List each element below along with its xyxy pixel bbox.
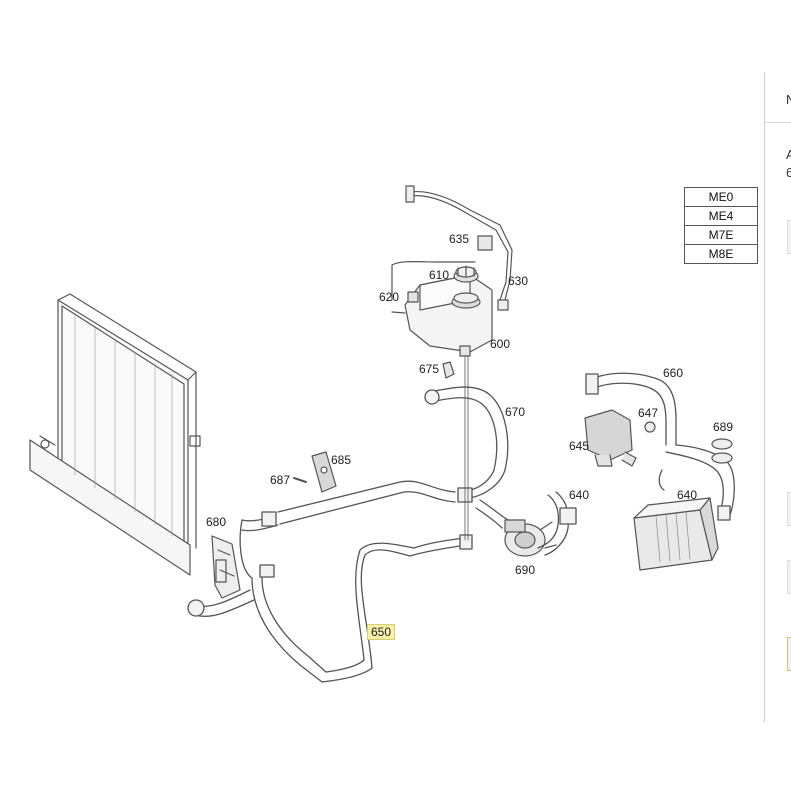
- clamp-689: [711, 438, 733, 464]
- callout-600[interactable]: 600: [490, 337, 511, 351]
- valve-645: [584, 409, 637, 467]
- screw-687: [293, 477, 307, 483]
- side-panel-text-line2: 6: [786, 165, 791, 180]
- callout-690[interactable]: 690: [515, 563, 536, 577]
- callout-650-highlighted[interactable]: 650: [367, 624, 396, 640]
- side-panel-divider: [765, 122, 791, 123]
- hose-640-left: [537, 491, 577, 556]
- variant-m8e[interactable]: M8E: [684, 244, 758, 264]
- side-panel-header-char: N: [786, 92, 791, 107]
- fitting-620: [407, 291, 419, 303]
- variant-me4[interactable]: ME4: [684, 206, 758, 226]
- holder-685: [311, 451, 337, 493]
- variant-me0[interactable]: ME0: [684, 187, 758, 207]
- side-panel-text-line1: A: [786, 147, 791, 162]
- clamp-647: [644, 421, 656, 433]
- callout-680[interactable]: 680: [206, 515, 227, 529]
- callout-670[interactable]: 670: [505, 405, 526, 419]
- callout-647[interactable]: 647: [638, 406, 659, 420]
- variant-m7e[interactable]: M7E: [684, 225, 758, 245]
- side-panel-highlight-box[interactable]: [787, 637, 791, 671]
- radiator: [29, 293, 201, 576]
- clamp-675: [442, 361, 455, 379]
- side-panel-button-3[interactable]: [787, 560, 791, 594]
- callout-645[interactable]: 645: [569, 439, 590, 453]
- vent-line-630: [391, 185, 513, 311]
- variant-table: ME0 ME4 M7E M8E: [684, 187, 758, 264]
- bracket-680: [211, 535, 241, 599]
- callout-640-right[interactable]: 640: [677, 488, 698, 502]
- side-panel-button[interactable]: [787, 220, 791, 254]
- side-panel-button-2[interactable]: [787, 492, 791, 526]
- water-pump-690: [504, 519, 557, 557]
- callout-640-left[interactable]: 640: [569, 488, 590, 502]
- callout-685[interactable]: 685: [331, 453, 352, 467]
- callout-687[interactable]: 687: [270, 473, 291, 487]
- callout-689[interactable]: 689: [713, 420, 734, 434]
- callout-620[interactable]: 620: [379, 290, 400, 304]
- hose-650: [187, 534, 473, 683]
- cap-610: [453, 265, 479, 283]
- callout-630[interactable]: 630: [508, 274, 529, 288]
- hose-670: [424, 386, 509, 529]
- hose-upper: [239, 480, 456, 579]
- callout-610[interactable]: 610: [429, 268, 450, 282]
- callout-675[interactable]: 675: [419, 362, 440, 376]
- callout-660[interactable]: 660: [663, 366, 684, 380]
- side-panel: N A 6: [764, 72, 791, 722]
- expansion-tank-600: [391, 274, 493, 541]
- hose-660: [585, 372, 677, 446]
- heater-unit: [633, 497, 719, 571]
- callout-635[interactable]: 635: [449, 232, 470, 246]
